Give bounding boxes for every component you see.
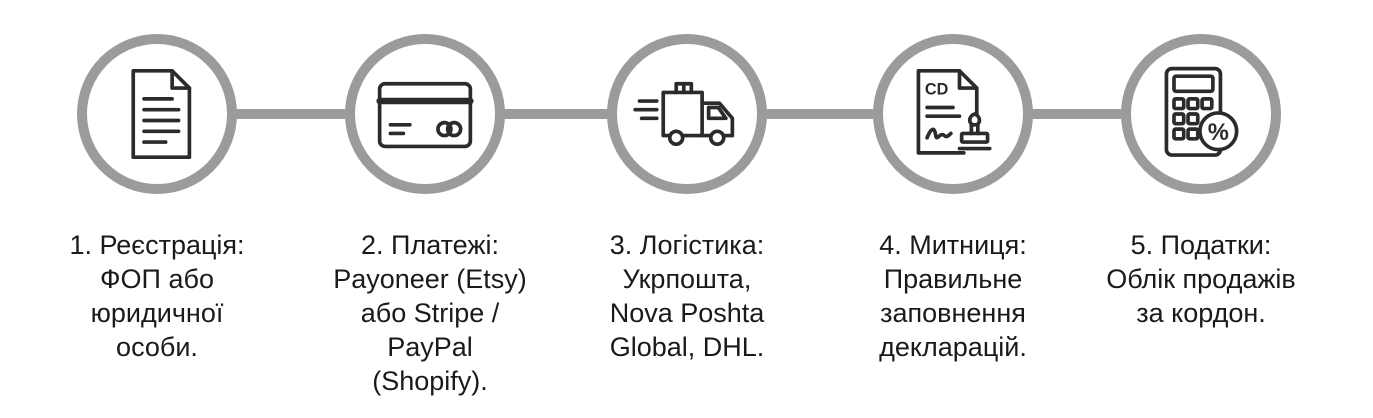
percent-sign-text: % bbox=[1208, 119, 1229, 146]
step-3-label-line: 3. Логістика: bbox=[609, 230, 765, 260]
connector-line bbox=[1030, 109, 1146, 119]
step-3-circle bbox=[607, 34, 767, 194]
step-4-circle: CD bbox=[873, 34, 1033, 194]
step-5-label-line: за кордон. bbox=[1136, 298, 1266, 328]
step-3-label: 3. Логістика: Укрпошта, Nova Poshta Glob… bbox=[567, 228, 807, 364]
step-1-label-line: ФОП або bbox=[100, 264, 214, 294]
connector-line bbox=[500, 109, 612, 119]
connector-line bbox=[764, 109, 878, 119]
declaration-code-text: CD bbox=[925, 81, 949, 99]
step-5-circle: % bbox=[1121, 34, 1281, 194]
credit-card-icon bbox=[376, 81, 474, 149]
step-1-label-line: особи. bbox=[116, 332, 198, 362]
step-3-label-line: Global, DHL. bbox=[609, 332, 765, 362]
step-5-label-line: Облік продажів bbox=[1106, 264, 1296, 294]
step-1-circle bbox=[77, 34, 237, 194]
step-3-label-line: Укрпошта, bbox=[622, 264, 752, 294]
step-1-label-line: юридичної bbox=[90, 298, 224, 328]
step-4-label: 4. Митниця: Правильне заповнення деклара… bbox=[833, 228, 1073, 364]
step-2-label-line: (Shopify). bbox=[372, 366, 488, 396]
step-2-label: 2. Платежі: Payoneer (Etsy) або Stripe /… bbox=[310, 228, 550, 398]
step-2-label-line: або Stripe / bbox=[360, 298, 500, 328]
document-icon bbox=[131, 68, 192, 160]
step-4-label-line: Правильне bbox=[883, 264, 1023, 294]
step-2-label-line: 2. Платежі: bbox=[361, 230, 499, 260]
connector-line bbox=[230, 109, 348, 119]
customs-declaration-stamp-icon: CD bbox=[916, 68, 992, 155]
step-2-label-line: Payoneer (Etsy) bbox=[333, 264, 527, 294]
step-1-label-line: 1. Реєстрація: bbox=[69, 230, 245, 260]
delivery-truck-icon bbox=[633, 81, 735, 147]
step-2-circle bbox=[345, 34, 505, 194]
step-5-label-line: 5. Податки: bbox=[1130, 230, 1272, 260]
step-2-label-line: PayPal bbox=[387, 332, 473, 362]
step-3-label-line: Nova Poshta bbox=[609, 298, 765, 328]
step-4-label-line: декларацій. bbox=[879, 332, 1027, 362]
step-4-label-line: заповнення bbox=[880, 298, 1026, 328]
step-4-label-line: 4. Митниця: bbox=[879, 230, 1027, 260]
step-5-label: 5. Податки: Облік продажів за кордон. bbox=[1081, 228, 1321, 330]
step-1-label: 1. Реєстрація: ФОП або юридичної особи. bbox=[37, 228, 277, 364]
calculator-percent-icon: % bbox=[1164, 66, 1239, 157]
